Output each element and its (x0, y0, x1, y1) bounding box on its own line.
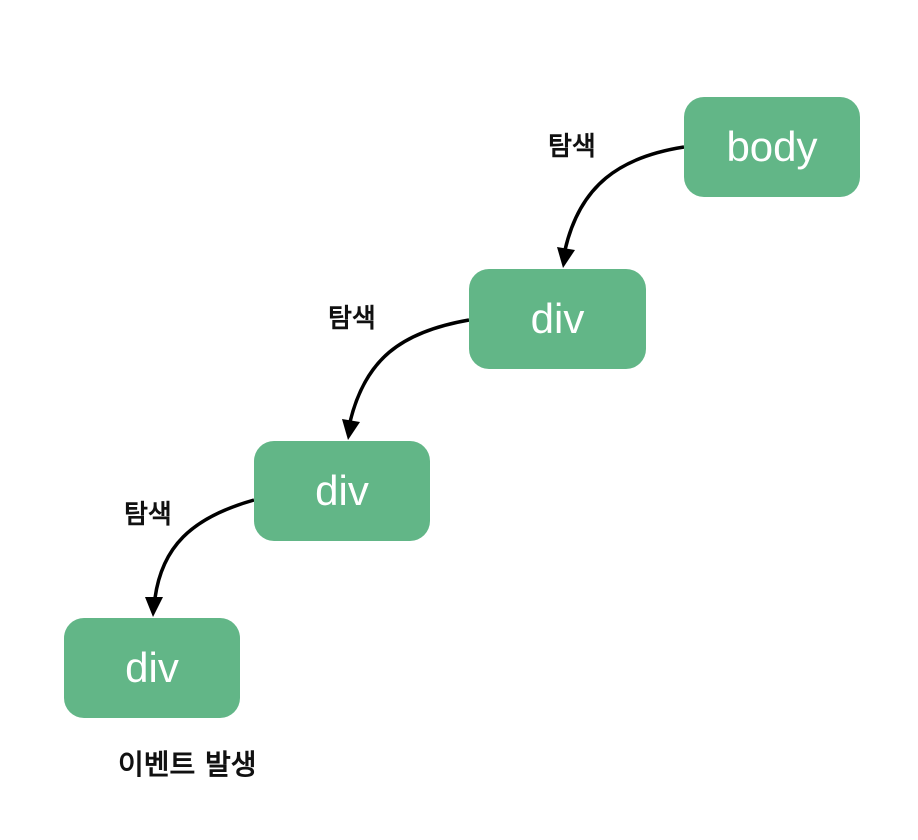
node-div-3: div (64, 618, 240, 718)
edge-label-3: 탐색 (124, 500, 172, 530)
edge-arrow-div-1-to-div-2 (348, 318, 470, 423)
edge-label-2: 탐색 (328, 304, 376, 334)
node-div-2: div (254, 441, 430, 541)
edge-label-1: 탐색 (548, 132, 596, 162)
arrowhead-2 (342, 419, 360, 440)
node-body: body (684, 97, 860, 197)
arrowhead-3 (145, 597, 163, 617)
arrowhead-1 (557, 247, 575, 268)
node-div-1: div (469, 269, 646, 369)
event-caption: 이벤트 발생 (118, 748, 257, 781)
